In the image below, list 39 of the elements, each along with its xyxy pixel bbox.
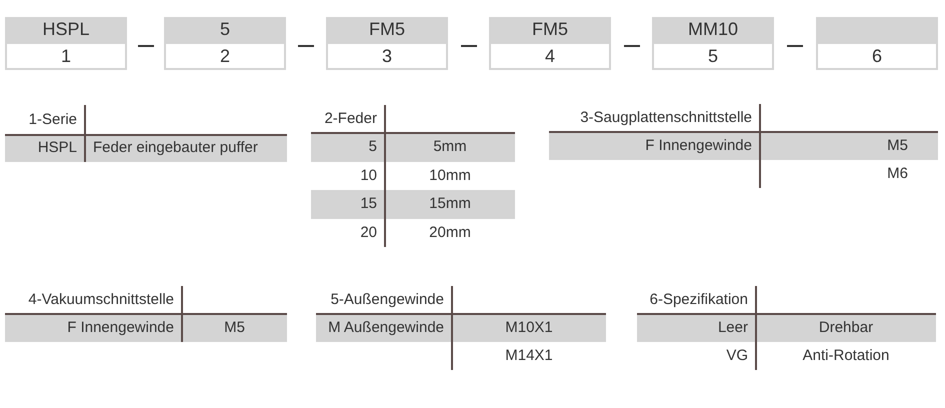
table-heading: 6-Spezifikation [650,290,748,310]
table-cell-text: Feder eingebauter puffer [93,138,258,158]
table-cell-text: 15 [360,194,377,214]
table-cell-text: 10mm [429,166,471,186]
table-cell-text: 20mm [429,222,471,242]
table-cell-text: M5 [224,318,245,338]
table-heading: 1-Serie [28,110,77,130]
position-number: 6 [816,42,938,70]
position-number: 2 [164,42,286,70]
table-cell-text: Leer [718,318,748,338]
table-cell-text: 15mm [429,194,471,214]
table-cell-text: 5 [368,137,377,157]
table-heading: 3-Saugplattenschnittstelle [580,108,752,128]
table-cell-text: 5mm [433,137,467,157]
code-field: FM5 [326,17,448,42]
table-cell-text: 20 [360,222,377,242]
table-heading: 5-Außengewinde [330,290,444,310]
table-cell-text: 10 [360,166,377,186]
table-heading: 2-Feder [324,108,377,129]
code-field: 5 [164,17,286,42]
position-number: 3 [326,42,448,70]
position-number: 4 [489,42,611,70]
code-field: MM10 [652,17,774,42]
table-cell-text: VG [726,346,748,366]
table-cell-text: Anti-Rotation [802,346,890,366]
table-cell-text: F Innengewinde [67,318,174,338]
table-cell-text: M10X1 [505,318,553,338]
table-cell-text: F Innengewinde [645,136,752,156]
code-field: FM5 [489,17,611,42]
table-cell-text: M6 [887,164,908,184]
table-cell-text: HSPL [38,138,77,158]
table-cell-text: Drehbar [818,318,874,338]
table-cell-text: M5 [887,136,908,156]
table-heading: 4-Vakuumschnittstelle [28,290,174,310]
table-cell-text: M Außengewinde [328,318,444,338]
position-number: 1 [5,42,127,70]
code-field: HSPL [5,17,127,42]
position-number: 5 [652,42,774,70]
table-cell-text: M14X1 [505,346,553,366]
